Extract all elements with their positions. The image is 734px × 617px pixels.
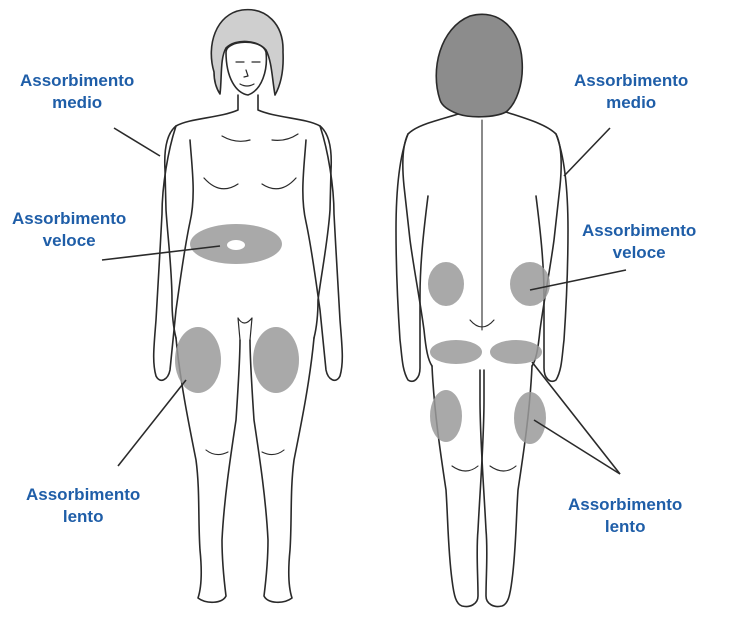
back-right-thigh-zone xyxy=(514,392,546,444)
label-front-absorption-medium: Assorbimento medio xyxy=(20,70,134,114)
back-left-buttock-zone xyxy=(430,340,482,364)
label-line-1: Assorbimento xyxy=(574,70,688,92)
label-line-2: lento xyxy=(26,506,140,528)
front-right-arm xyxy=(303,126,342,380)
back-right-buttock-zone xyxy=(490,340,542,364)
pointer-back-medio xyxy=(564,128,610,176)
back-left-flank-zone xyxy=(428,262,464,306)
label-line-1: Assorbimento xyxy=(582,220,696,242)
label-line-1: Assorbimento xyxy=(26,484,140,506)
label-line-2: medio xyxy=(20,92,134,114)
back-hair xyxy=(436,14,522,116)
label-back-absorption-slow: Assorbimento lento xyxy=(568,494,682,538)
back-left-thigh-zone xyxy=(430,390,462,442)
pointer-back-lento-lower xyxy=(534,420,620,474)
back-figure xyxy=(396,14,568,606)
front-face xyxy=(226,42,266,95)
front-abdomen-navel xyxy=(227,240,245,250)
label-line-2: veloce xyxy=(582,242,696,264)
pointer-front-lento xyxy=(118,380,186,466)
label-line-1: Assorbimento xyxy=(12,208,126,230)
label-line-1: Assorbimento xyxy=(20,70,134,92)
label-line-2: medio xyxy=(574,92,688,114)
front-figure xyxy=(154,10,343,603)
back-right-flank-zone xyxy=(510,262,550,306)
front-left-thigh-zone xyxy=(175,327,221,393)
label-line-2: veloce xyxy=(12,230,126,252)
label-back-absorption-fast: Assorbimento veloce xyxy=(582,220,696,264)
pointer-lines xyxy=(102,128,626,474)
front-right-thigh-zone xyxy=(253,327,299,393)
label-line-2: lento xyxy=(568,516,682,538)
label-line-1: Assorbimento xyxy=(568,494,682,516)
label-front-absorption-fast: Assorbimento veloce xyxy=(12,208,126,252)
label-back-absorption-medium: Assorbimento medio xyxy=(574,70,688,114)
label-front-absorption-slow: Assorbimento lento xyxy=(26,484,140,528)
pointer-front-medio xyxy=(114,128,160,156)
front-hair xyxy=(211,10,283,95)
front-torso-outline xyxy=(165,95,331,338)
